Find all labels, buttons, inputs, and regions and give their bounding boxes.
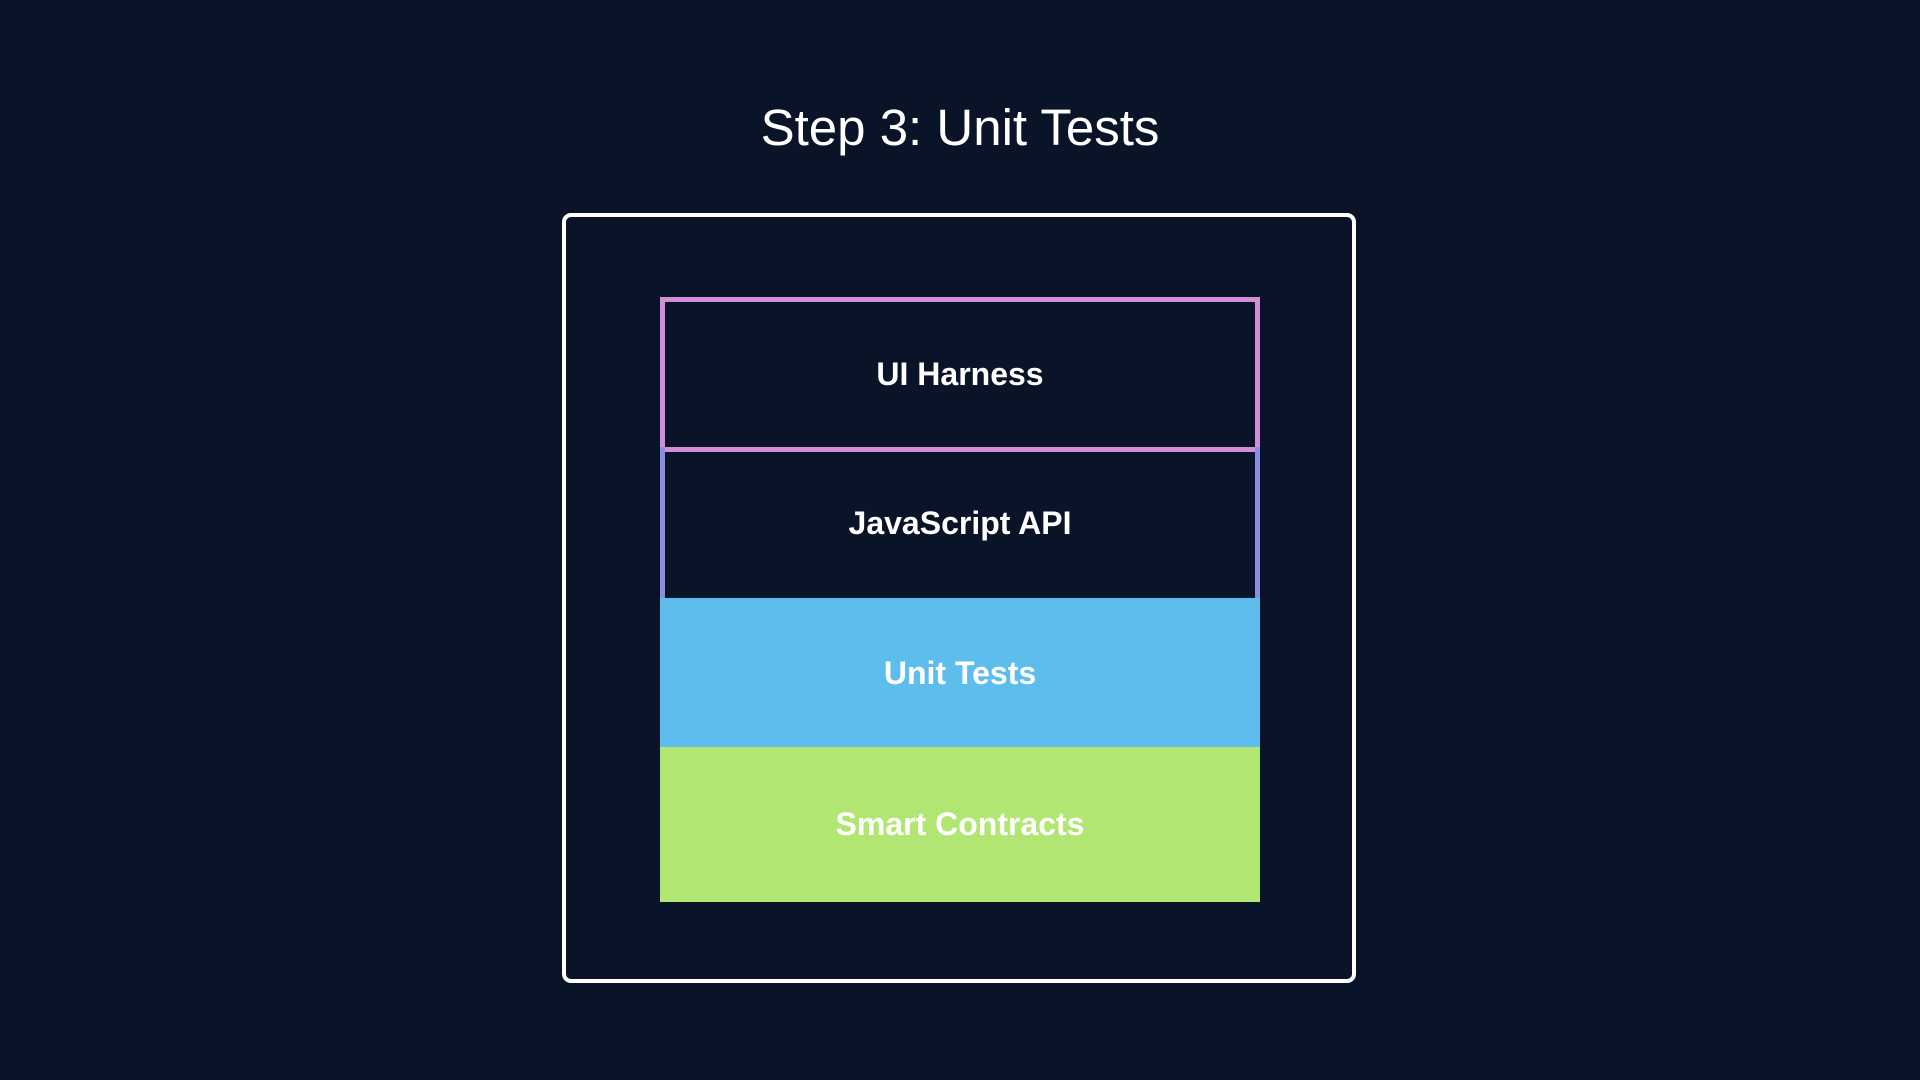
- layer-label: JavaScript API: [848, 505, 1072, 541]
- diagram-frame: [562, 213, 1356, 983]
- layer-label: Smart Contracts: [835, 806, 1085, 842]
- layer-ui-harness: UI Harness: [660, 297, 1260, 452]
- layer-javascript-api: JavaScript API: [660, 447, 1260, 600]
- layer-smart-contracts: Smart Contracts: [660, 747, 1260, 902]
- layer-label: Unit Tests: [883, 654, 1037, 691]
- page-title: Step 3: Unit Tests: [760, 99, 1160, 156]
- layer-unit-tests: Unit Tests: [660, 598, 1260, 748]
- layer-label: UI Harness: [876, 356, 1044, 392]
